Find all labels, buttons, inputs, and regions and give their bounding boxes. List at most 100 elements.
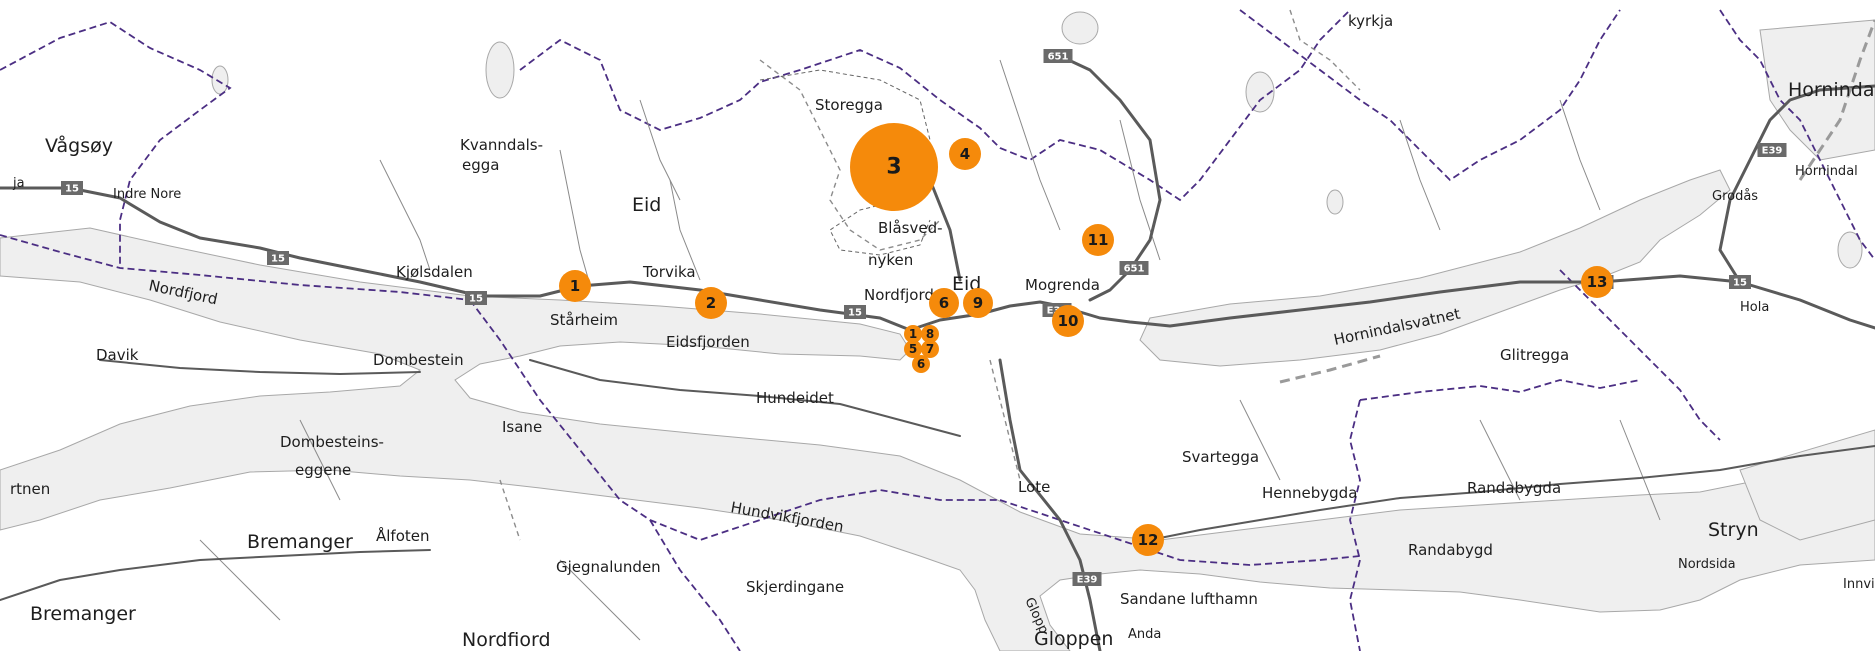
place-label: Randabygda: [1467, 479, 1561, 497]
place-label: Stryn: [1708, 519, 1759, 541]
map-marker-label: 6: [917, 357, 925, 371]
road-shield-bg: [465, 291, 487, 305]
place-label: Nordfjord: [864, 286, 934, 304]
place-label: Mogrenda: [1025, 276, 1100, 294]
lake: [1061, 11, 1099, 45]
place-label: ja: [12, 176, 25, 191]
place-label: Randabygd: [1408, 541, 1493, 559]
map-marker-circle[interactable]: [695, 287, 727, 319]
place-label: Hornindal: [1788, 79, 1875, 101]
lake: [1245, 71, 1275, 113]
place-label: Dombestein: [373, 351, 464, 369]
place-label: Eid: [632, 194, 661, 216]
place-label: Hundeidet: [756, 389, 834, 407]
map-marker-label: 2: [706, 294, 716, 312]
map-marker[interactable]: 6: [929, 288, 959, 318]
map-marker[interactable]: 6: [912, 355, 930, 373]
nordfjord-water: [0, 227, 1875, 651]
hornindalsvatnet-water: [1139, 169, 1731, 367]
road-south-bremanger: [0, 549, 431, 601]
map-marker-circle[interactable]: [963, 288, 993, 318]
lake: [1837, 231, 1863, 269]
map-marker-label: 12: [1138, 531, 1159, 549]
map-marker[interactable]: 4: [949, 138, 981, 170]
storegga-boundary: [759, 69, 931, 256]
map-marker[interactable]: 1: [559, 270, 591, 302]
place-label: Skjerdingane: [746, 578, 844, 596]
map-marker-label: 1: [570, 277, 580, 295]
map-marker-circle[interactable]: [929, 288, 959, 318]
map-marker-label: 13: [1587, 273, 1608, 291]
place-label: Stårheim: [550, 311, 618, 329]
road-south-fjord: [1149, 445, 1875, 541]
place-label: Ålfoten: [376, 526, 430, 545]
road-shield-label: 15: [271, 254, 285, 265]
map-marker[interactable]: 12: [1132, 524, 1164, 556]
map-marker-circle[interactable]: [1132, 524, 1164, 556]
road-shield: 15: [267, 251, 289, 265]
admin-borders: [0, 9, 1875, 651]
place-label: Nordsida: [1678, 557, 1736, 572]
lake: [211, 65, 229, 95]
place-label: Torvika: [642, 263, 696, 281]
map-marker-circle[interactable]: [1082, 224, 1114, 256]
map-marker[interactable]: 3: [850, 123, 938, 211]
map-marker[interactable]: 1: [904, 325, 922, 343]
road-shield-label: 651: [1048, 52, 1069, 63]
road-shield-label: E39: [1762, 146, 1783, 157]
map-marker[interactable]: 9: [963, 288, 993, 318]
map-marker-label: 5: [909, 342, 917, 356]
place-label: Kjølsdalen: [396, 263, 473, 281]
map-marker[interactable]: 13: [1581, 266, 1613, 298]
map-marker-circle[interactable]: [904, 325, 922, 343]
map-marker-label: 4: [960, 145, 970, 163]
map-marker[interactable]: 7: [921, 340, 939, 358]
route-e39-south-road: [998, 358, 1102, 651]
place-label: Blåsved-: [878, 219, 943, 237]
place-label: Gloppen: [1034, 628, 1113, 650]
place-label: Innvi: [1843, 577, 1875, 592]
place-label: egga: [462, 156, 499, 174]
map-marker[interactable]: 8: [921, 325, 939, 343]
map-marker-circle[interactable]: [1052, 305, 1084, 337]
map-marker-circle[interactable]: [904, 340, 922, 358]
map-marker-circle[interactable]: [921, 340, 939, 358]
place-label: Svartegga: [1182, 448, 1259, 466]
map-marker[interactable]: 10: [1052, 305, 1084, 337]
map-marker-circle[interactable]: [559, 270, 591, 302]
map-marker-label: 7: [926, 342, 934, 356]
map-marker-circle[interactable]: [921, 325, 939, 343]
road-dombestein: [99, 359, 421, 375]
route-e39-north-road: [1718, 84, 1875, 284]
place-label: Nordfiord: [462, 629, 551, 651]
place-label: Isane: [502, 418, 542, 436]
road-shield: 15: [465, 291, 487, 305]
road-shield-label: 651: [1124, 264, 1145, 275]
place-label: Eidsfjorden: [666, 333, 750, 351]
map-marker[interactable]: 2: [695, 287, 727, 319]
map-marker-circle[interactable]: [1581, 266, 1613, 298]
water-layer: [0, 11, 1875, 651]
map-marker-circle[interactable]: [912, 355, 930, 373]
innvik-water: [1739, 429, 1875, 541]
road-shield: E39: [1072, 572, 1102, 586]
map-marker-label: 1: [909, 327, 917, 341]
road-shield-bg: [1072, 572, 1102, 586]
road-shield-bg: [61, 181, 83, 195]
map-marker[interactable]: 11: [1082, 224, 1114, 256]
road-shield: 15: [1729, 275, 1751, 289]
ferry-lines: [1279, 19, 1875, 384]
place-label: Kvanndals-: [460, 136, 543, 154]
map-marker-circle[interactable]: [949, 138, 981, 170]
place-label: Glitregga: [1500, 346, 1569, 364]
route-e39-road: [1058, 274, 1875, 330]
map-marker-label: 6: [939, 294, 949, 312]
map-marker[interactable]: 5: [904, 340, 922, 358]
map-marker-label: 11: [1088, 231, 1109, 249]
map-marker-circle[interactable]: [850, 123, 938, 211]
map-marker-label: 8: [926, 327, 934, 341]
road-shield-bg: [1757, 143, 1787, 157]
road-shield-bg: [1043, 49, 1073, 63]
